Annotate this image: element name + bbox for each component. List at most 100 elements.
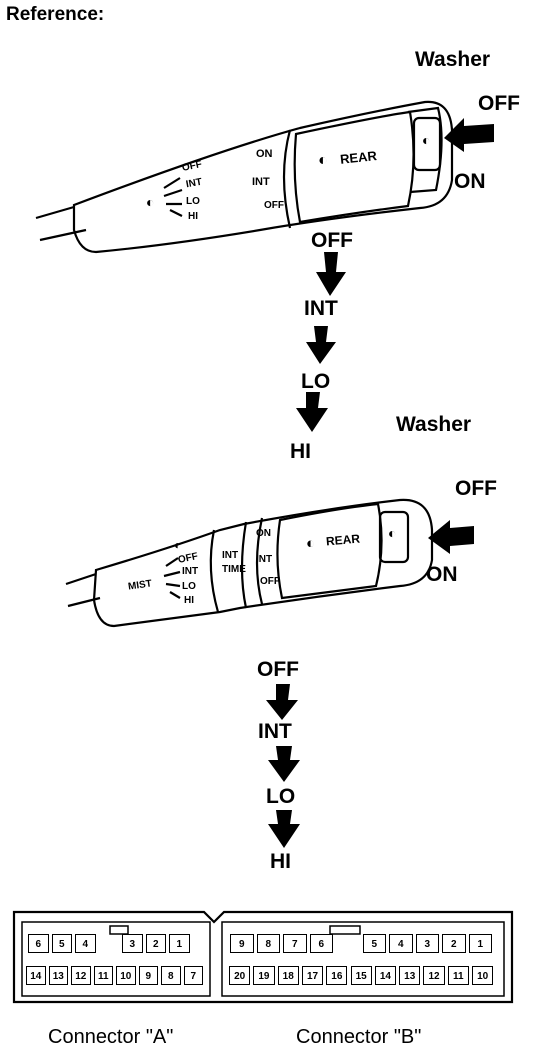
bottom-arrow-2 xyxy=(268,746,300,782)
top-rear-knob xyxy=(293,110,415,224)
top-switch-illustration xyxy=(35,100,454,254)
connector-b-top-pin-8: 8 xyxy=(256,934,280,953)
top-wiper-position-hi: HI xyxy=(188,211,198,222)
connector-b-bottom-pin-11: 11 xyxy=(447,966,469,985)
connector-a-bottom-pin-13: 13 xyxy=(48,966,68,985)
bottom-washer-off-label: OFF xyxy=(455,477,497,500)
page-heading: Reference: xyxy=(6,4,105,25)
connector-b-top-pin-7: 7 xyxy=(283,934,307,953)
connector-b-top-pin-6: 6 xyxy=(309,934,333,953)
connector-a-label: Connector "A" xyxy=(48,1026,174,1048)
connector-b-top-pin-9: 9 xyxy=(230,934,254,953)
bottom-sequence-lo: LO xyxy=(266,785,296,808)
top-washer-arrow xyxy=(444,118,494,152)
connector-a-top-pin-6: 6 xyxy=(28,934,49,953)
top-washer-tip xyxy=(407,106,443,194)
connector-b-bottom-pin-17: 17 xyxy=(301,966,324,985)
connector-b-top-pin-1: 1 xyxy=(468,934,492,953)
top-arrow-2 xyxy=(306,326,336,364)
connector-housing-inner xyxy=(21,921,505,997)
bottom-wiper-symbol-icon: ◐ xyxy=(174,538,182,552)
connector-a-top-pin-2: 2 xyxy=(145,934,166,953)
connector-b-key xyxy=(329,925,361,935)
connector-a-top-pin-5: 5 xyxy=(51,934,72,953)
bottom-sequence-off: OFF xyxy=(257,658,299,681)
connector-a-top-pin-4: 4 xyxy=(75,934,96,953)
top-rear-knob-off: OFF xyxy=(264,200,284,211)
connector-a-top-pin-3: 3 xyxy=(122,934,143,953)
top-lever-body xyxy=(72,100,454,254)
connector-b-bottom-pin-13: 13 xyxy=(399,966,421,985)
connector-a-bottom-pin-10: 10 xyxy=(116,966,136,985)
connector-a-bottom-pin-12: 12 xyxy=(71,966,91,985)
connector-housing xyxy=(12,910,514,1004)
connector-b-top-pin-2: 2 xyxy=(442,934,466,953)
connector-b-top-pin-4: 4 xyxy=(389,934,413,953)
top-washer-cap-icon: ◐ xyxy=(422,132,431,148)
bottom-pointer-lines xyxy=(163,557,181,599)
bottom-sequence-hi: HI xyxy=(270,850,291,873)
bottom-arrow-3 xyxy=(268,810,300,848)
bottom-arrow-1 xyxy=(266,684,298,720)
bottom-washer-cap xyxy=(378,510,410,564)
bottom-int-time-time: TIME xyxy=(222,564,246,575)
connector-b-top-pin-5: 5 xyxy=(362,934,386,953)
connector-a-key xyxy=(109,925,129,935)
bottom-int-time-int: INT xyxy=(222,550,239,561)
top-arrow-1 xyxy=(316,252,346,296)
top-wiper-symbol-icon: ◐ xyxy=(146,194,155,210)
bottom-switch-illustration xyxy=(65,498,434,628)
bottom-int-ring xyxy=(209,521,248,613)
bottom-sequence-int: INT xyxy=(258,720,292,743)
bottom-wiper-position-int: INT xyxy=(182,566,199,577)
bottom-sequence-arrows xyxy=(266,684,300,848)
bottom-knob-ring xyxy=(255,517,264,605)
bottom-lever-body xyxy=(92,498,434,628)
top-sequence-hi: HI xyxy=(290,440,311,463)
connector-b-bottom-pin-18: 18 xyxy=(277,966,299,985)
bottom-rear-label: REAR xyxy=(325,531,361,549)
bottom-rear-knob xyxy=(276,502,383,600)
bottom-washer-arrow xyxy=(428,520,474,554)
bottom-washer-label: Washer xyxy=(396,413,472,436)
connector-b-bottom-pin-15: 15 xyxy=(350,966,372,985)
top-washer-off-label: OFF xyxy=(478,92,520,115)
bottom-washer-on-label: ON xyxy=(426,563,458,586)
connector-b-bottom-pin-10: 10 xyxy=(472,966,494,985)
top-knob-ring xyxy=(282,129,292,229)
connector-b-top-pin-3: 3 xyxy=(415,934,439,953)
top-rear-wiper-icon: ◐ xyxy=(318,152,328,169)
connector-a-bottom-pin-11: 11 xyxy=(93,966,113,985)
bottom-rear-knob-on: ON xyxy=(256,528,271,539)
top-sequence-arrows xyxy=(296,252,346,432)
top-rear-knob-on: ON xyxy=(256,148,273,160)
connector-a-bottom-pin-8: 8 xyxy=(161,966,181,985)
top-washer-on-label: ON xyxy=(454,170,486,193)
top-washer-cap xyxy=(412,116,442,172)
connector-b-label: Connector "B" xyxy=(296,1026,422,1048)
top-sequence-int: INT xyxy=(304,297,338,320)
connector-b-bottom-pin-20: 20 xyxy=(229,966,251,985)
top-arrow-3 xyxy=(296,392,328,432)
connector-b-bottom-pin-16: 16 xyxy=(326,966,348,985)
connector-b-bottom-pin-19: 19 xyxy=(253,966,275,985)
connector-a-top-pin-1: 1 xyxy=(169,934,190,953)
top-pointer-lines xyxy=(163,177,183,217)
bottom-wiper-position-lo: LO xyxy=(182,581,196,592)
connector-b-bottom-pin-14: 14 xyxy=(374,966,397,985)
connector-a-bottom-pin-9: 9 xyxy=(138,966,158,985)
top-wiper-position-lo: LO xyxy=(186,196,200,207)
bottom-rear-knob-off: OFF xyxy=(260,576,280,587)
connector-a-bottom-pin-14: 14 xyxy=(26,966,46,985)
top-sequence-lo: LO xyxy=(301,370,331,393)
connector-a-bottom-pin-7: 7 xyxy=(183,966,203,985)
connector-b-bottom-pin-12: 12 xyxy=(423,966,445,985)
top-sequence-off: OFF xyxy=(311,229,353,252)
bottom-rear-wiper-icon: ◐ xyxy=(306,535,316,552)
connector-a-top-pin-blank xyxy=(99,934,120,953)
top-rear-knob-int: INT xyxy=(252,176,270,188)
top-stalk-shaft xyxy=(35,205,87,242)
bottom-rear-knob-int: INT xyxy=(256,554,273,565)
connector-b-top-pin-blank xyxy=(336,934,360,953)
